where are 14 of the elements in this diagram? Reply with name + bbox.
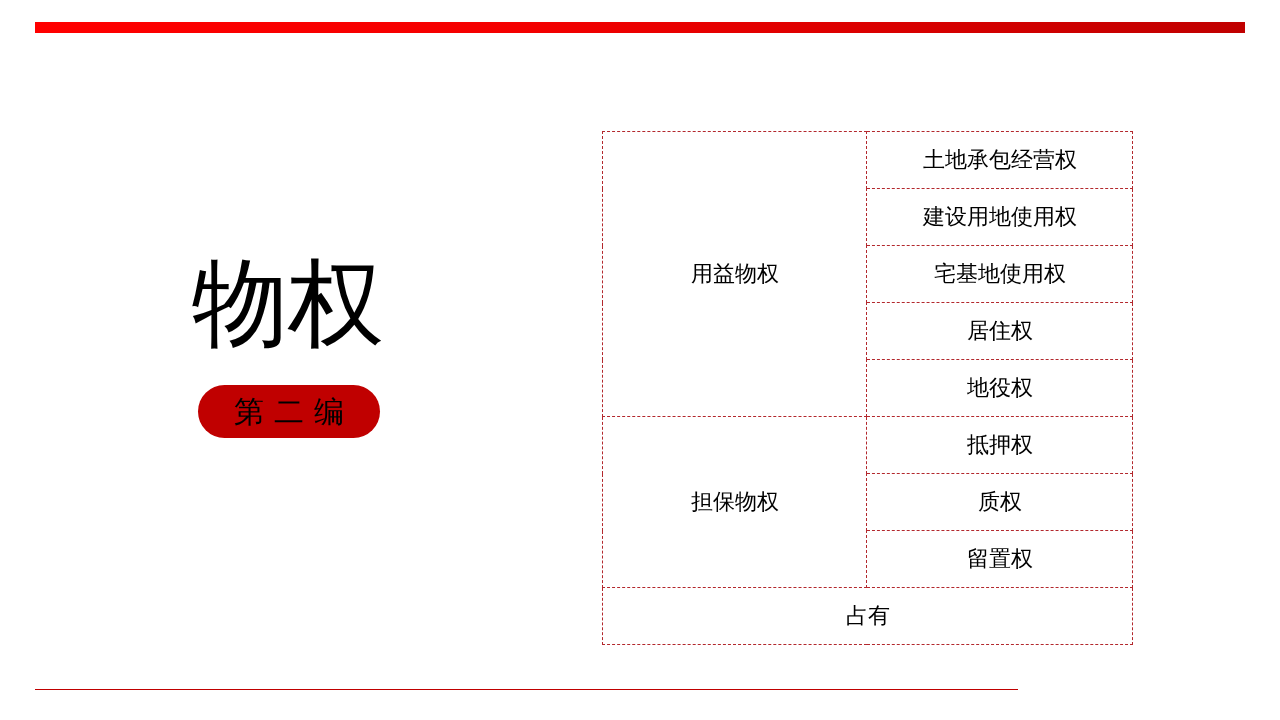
table-cell: 占有	[602, 587, 1133, 645]
table-cell: 留置权	[866, 530, 1133, 588]
section-label: 第 二 编	[234, 393, 344, 430]
table-cell: 地役权	[866, 359, 1133, 417]
table-cell: 用益物权	[602, 131, 867, 417]
table-cell: 建设用地使用权	[866, 188, 1133, 246]
table-cell: 居住权	[866, 302, 1133, 360]
table-cell: 抵押权	[866, 416, 1133, 474]
slide-title: 物权	[191, 248, 385, 358]
table-cell: 宅基地使用权	[866, 245, 1133, 303]
table-cell: 担保物权	[602, 416, 867, 588]
section-pill	[198, 385, 380, 438]
table-cell: 质权	[866, 473, 1133, 531]
table-cell: 土地承包经营权	[866, 131, 1133, 189]
